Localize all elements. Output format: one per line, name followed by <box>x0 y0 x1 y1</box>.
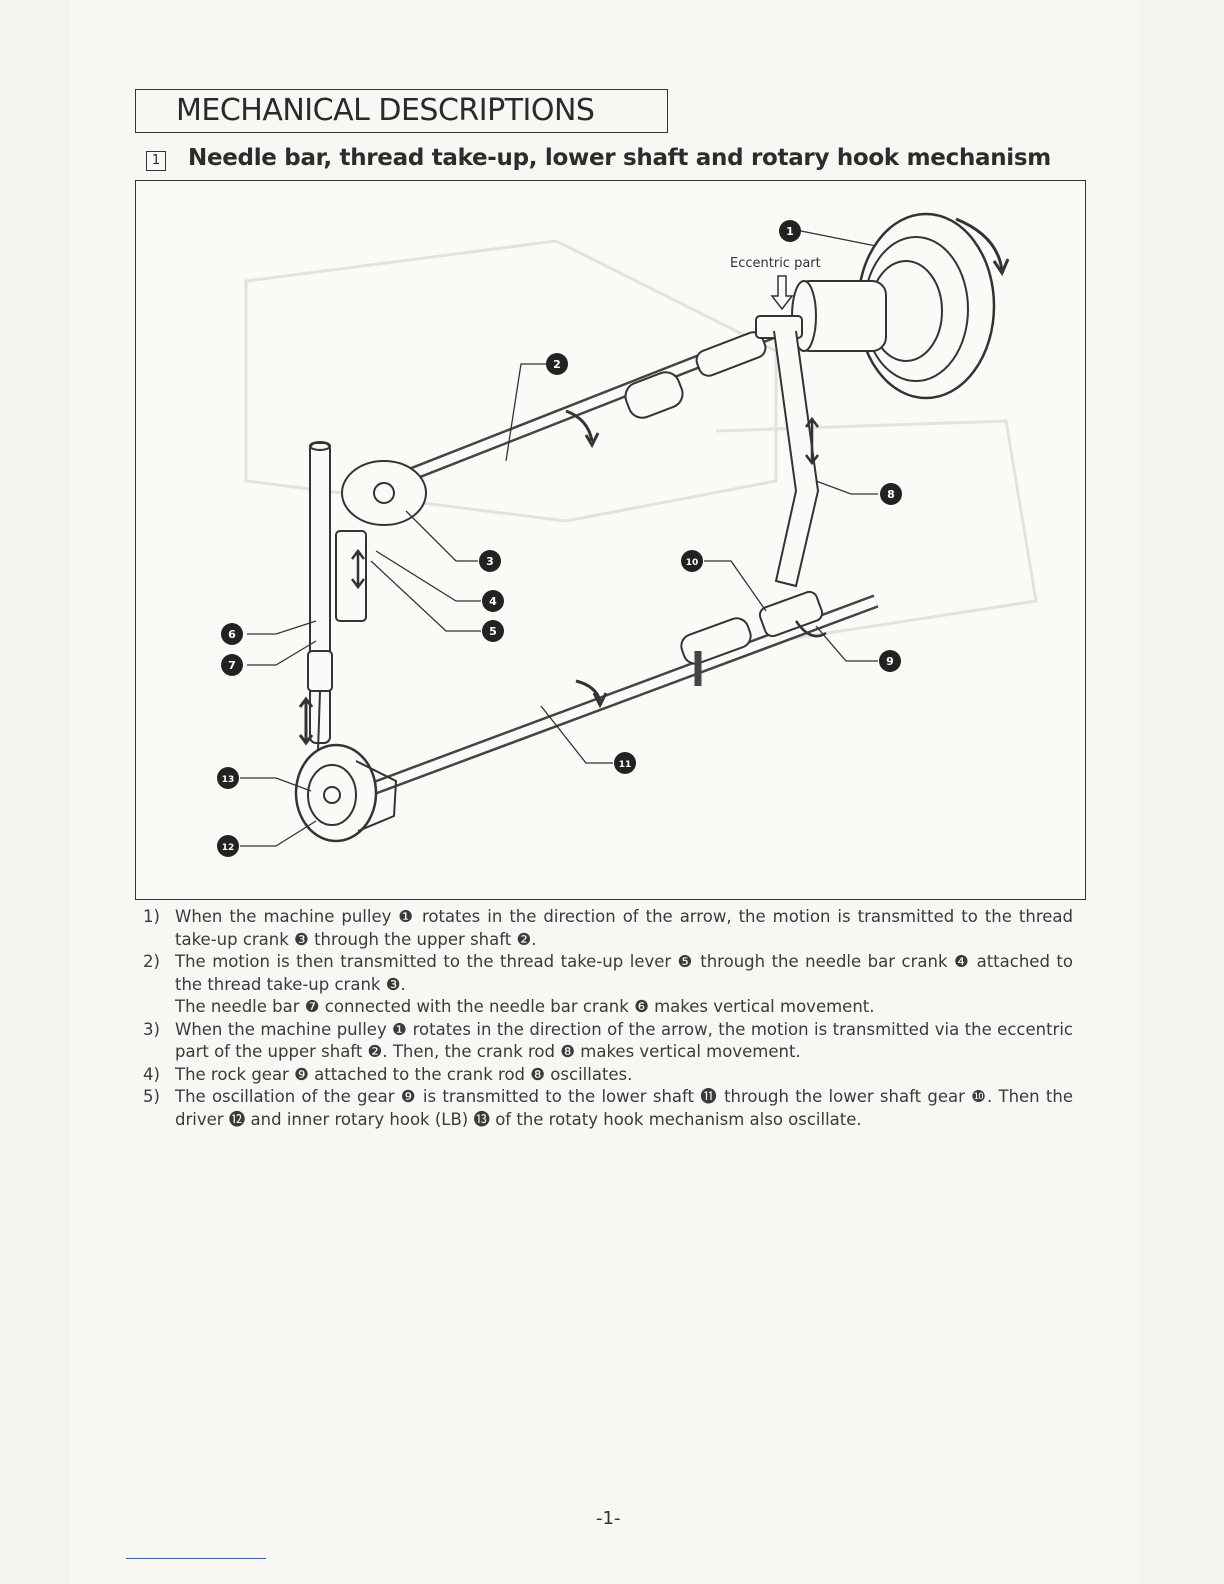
rotary-hook <box>294 743 398 843</box>
callout-label-4: 4 <box>489 595 497 608</box>
item-text-continued: The needle bar ❼ connected with the need… <box>175 997 875 1016</box>
description-item: 3) When the machine pulley ❶ rotates in … <box>143 1019 1073 1064</box>
callout-label-10: 10 <box>686 558 699 568</box>
item-text: When the machine pulley ❶ rotates in the… <box>175 907 1073 949</box>
description-list: 1) When the machine pulley ❶ rotates in … <box>143 906 1073 1131</box>
description-item: 5) The oscillation of the gear ❾ is tran… <box>143 1086 1073 1131</box>
callout-label-7: 7 <box>228 659 236 672</box>
item-text: The motion is then transmitted to the th… <box>175 952 1073 994</box>
callout-7 <box>221 654 243 676</box>
callout-label-9: 9 <box>886 655 894 668</box>
section-number: 1 <box>146 151 166 171</box>
faint-machine-outline <box>244 239 1038 643</box>
callout-label-2: 2 <box>553 358 561 371</box>
description-item: 1) When the machine pulley ❶ rotates in … <box>143 906 1073 951</box>
callout-label-6: 6 <box>228 628 236 641</box>
item-text: The rock gear ❾ attached to the crank ro… <box>175 1064 633 1084</box>
needle-bar-mechanism <box>298 441 427 752</box>
callout-12 <box>217 835 239 857</box>
callout-4 <box>482 590 504 612</box>
crank-rod <box>773 330 820 588</box>
lower-shaft <box>363 590 879 798</box>
mechanism-figure: 1 2 3 4 5 6 7 8 9 10 11 12 13 Eccentric … <box>135 180 1086 900</box>
item-number: 3) <box>143 1019 160 1039</box>
callout-circles <box>217 220 902 857</box>
callout-11 <box>614 752 636 774</box>
description-item: 2) The motion is then transmitted to the… <box>143 951 1073 996</box>
callout-2 <box>546 353 568 375</box>
mechanism-diagram: 1 2 3 4 5 6 7 8 9 10 11 12 13 Eccentric … <box>217 212 1038 857</box>
footer-rule <box>126 1558 266 1559</box>
callout-9 <box>879 650 901 672</box>
item-number: 2) <box>143 952 160 971</box>
callout-label-12: 12 <box>222 843 235 853</box>
title-box: MECHANICAL DESCRIPTIONS <box>135 89 668 133</box>
callout-label-11: 11 <box>619 760 632 770</box>
callout-label-5: 5 <box>489 625 497 638</box>
eccentric-part-label: Eccentric part <box>730 256 821 271</box>
callout-1 <box>779 220 801 242</box>
callout-8 <box>880 483 902 505</box>
item-text: The oscillation of the gear ❾ is transmi… <box>175 1087 1073 1129</box>
page-title: MECHANICAL DESCRIPTIONS <box>176 93 595 128</box>
callout-3 <box>479 550 501 572</box>
callout-6 <box>221 623 243 645</box>
item-number: 5) <box>143 1087 160 1106</box>
callout-5 <box>482 620 504 642</box>
description-item: 4) The rock gear ❾ attached to the crank… <box>143 1064 1073 1087</box>
callout-10 <box>681 550 703 572</box>
section-title: Needle bar, thread take-up, lower shaft … <box>188 145 1051 171</box>
eccentric-arrow <box>770 275 794 311</box>
item-number: 1) <box>143 907 160 926</box>
machine-pulley <box>791 212 1010 400</box>
item-number: 4) <box>143 1064 160 1084</box>
callout-13 <box>217 767 239 789</box>
callout-labels: 1 2 3 4 5 6 7 8 9 10 11 12 13 <box>222 225 895 853</box>
leader-lines <box>240 230 878 847</box>
callout-label-13: 13 <box>222 775 235 785</box>
rotation-arrows <box>565 409 608 709</box>
callout-label-3: 3 <box>486 555 494 568</box>
callout-label-1: 1 <box>786 225 794 238</box>
callout-label-8: 8 <box>887 488 895 501</box>
upper-shaft <box>353 324 779 503</box>
page-number: -1- <box>596 1508 621 1529</box>
item-text: When the machine pulley ❶ rotates in the… <box>175 1019 1073 1062</box>
